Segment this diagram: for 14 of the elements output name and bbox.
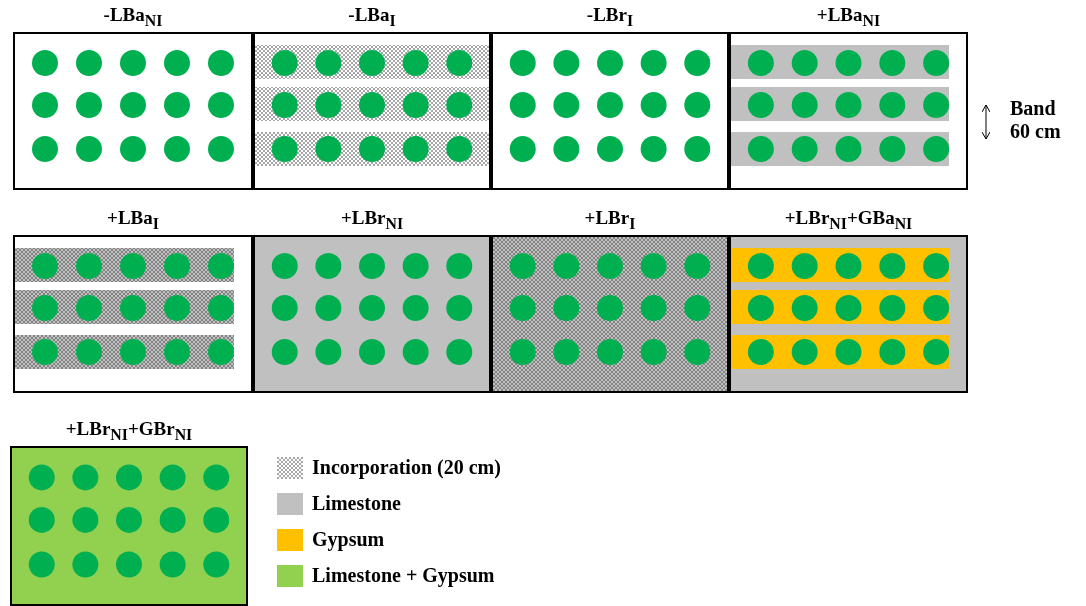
legend-label: Gypsum xyxy=(312,527,385,551)
plot-heading: +LBa$_{I}$ xyxy=(107,207,159,234)
plot-heading: -LBa$_{NI}$ xyxy=(103,4,163,31)
plot-heading: -LBa$_{I}$ xyxy=(348,4,396,31)
plot-heading: -LBr$_{I}$ xyxy=(586,4,634,31)
plot-heading: +LBr$_{NI}$ xyxy=(340,207,404,234)
plot-heading: +LBr$_{I}$ xyxy=(584,207,636,234)
legend-label: Limestone + Gypsum xyxy=(312,563,495,587)
plot-heading: +LBr$_{NI}$+GBa$_{NI}$ xyxy=(784,207,913,234)
plot-heading: +LBa$_{NI}$ xyxy=(816,4,881,31)
legend-label: Incorporation (20 cm) xyxy=(312,455,501,479)
plot-heading: +LBr$_{NI}$+GBr$_{NI}$ xyxy=(65,418,193,445)
dimension-label: Band 60 cm xyxy=(1010,97,1062,143)
legend-label: Limestone xyxy=(312,491,401,515)
